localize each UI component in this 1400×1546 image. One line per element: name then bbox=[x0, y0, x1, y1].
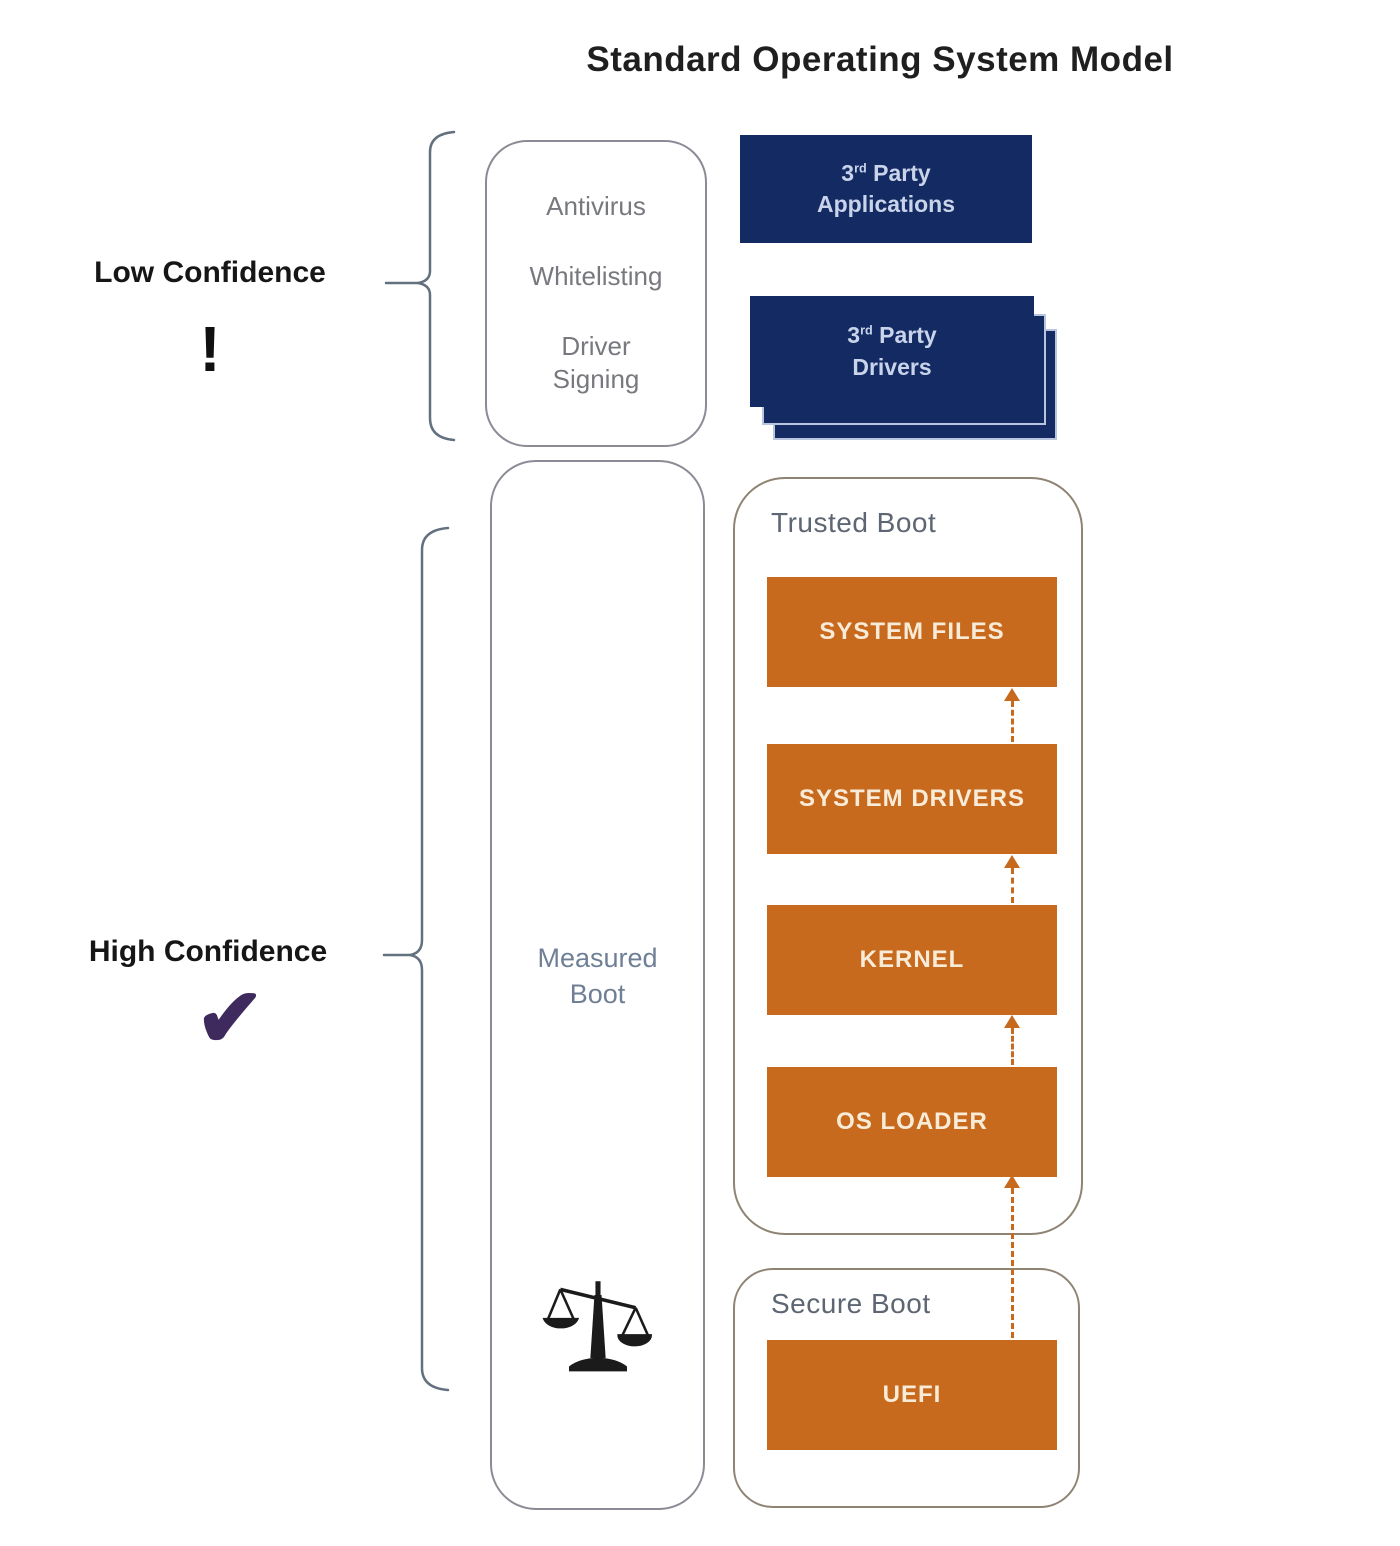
exclamation-icon: ! bbox=[199, 313, 221, 385]
third-party-applications-box: 3rd Party Applications bbox=[740, 135, 1032, 243]
trusted-boot-label: Trusted Boot bbox=[771, 507, 937, 538]
measured-boot-box bbox=[490, 460, 705, 1510]
os-loader-box: OS LOADER bbox=[767, 1067, 1057, 1177]
arrow-drivers-to-files-icon bbox=[1004, 688, 1020, 742]
scales-icon bbox=[542, 1281, 652, 1372]
checkmark-icon: ✔ bbox=[195, 973, 265, 1064]
high-confidence-brace-icon bbox=[382, 526, 450, 1392]
system-drivers-box: SYSTEM DRIVERS bbox=[767, 744, 1057, 854]
arrow-kernel-to-drivers-icon bbox=[1004, 855, 1020, 903]
third-party-drivers-box: 3rd Party Drivers bbox=[750, 296, 1034, 407]
high-confidence-label: High Confidence bbox=[88, 935, 328, 968]
antivirus-label: Antivirus bbox=[546, 190, 646, 221]
system-files-box: SYSTEM FILES bbox=[767, 577, 1057, 687]
third-party-drivers-stack: 3rd Party Drivers bbox=[750, 296, 1062, 446]
driver-signing-label: Driver Signing bbox=[552, 330, 640, 395]
trusted-boot-container: Trusted Boot SYSTEM FILES SYSTEM DRIVERS… bbox=[733, 477, 1083, 1235]
low-confidence-brace-icon bbox=[384, 130, 456, 442]
arrow-loader-to-kernel-icon bbox=[1004, 1015, 1020, 1065]
third-party-drivers-label: 3rd Party Drivers bbox=[847, 322, 937, 380]
uefi-box: UEFI bbox=[767, 1340, 1057, 1450]
low-confidence-label: Low Confidence bbox=[94, 256, 326, 289]
arrow-uefi-to-loader-icon bbox=[1004, 1175, 1020, 1338]
secure-boot-container: Secure Boot UEFI bbox=[733, 1268, 1080, 1508]
kernel-box: KERNEL bbox=[767, 905, 1057, 1015]
measured-boot-label: Measured Boot bbox=[537, 943, 658, 1010]
whitelisting-label: Whitelisting bbox=[529, 260, 663, 291]
third-party-applications-label: 3rd Party Applications bbox=[816, 159, 955, 217]
page-title: Standard Operating System Model bbox=[586, 40, 1174, 79]
secure-boot-label: Secure Boot bbox=[771, 1288, 931, 1319]
software-protections-box: Antivirus Whitelisting Driver Signing bbox=[485, 140, 707, 447]
